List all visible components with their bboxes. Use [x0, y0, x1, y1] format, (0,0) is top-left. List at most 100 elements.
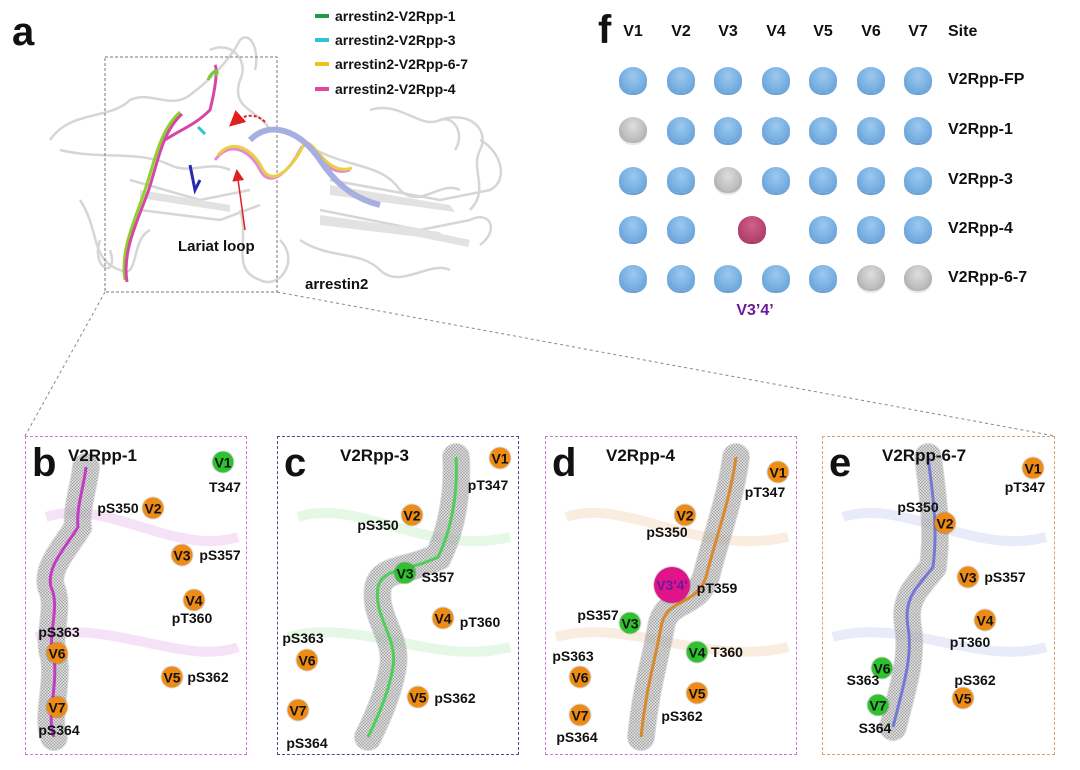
row-label: V2Rpp-3 [948, 171, 1013, 188]
panel-title: V2Rpp-3 [340, 446, 409, 465]
site-badge-v2: V2 [934, 512, 956, 534]
phosphorylated-site-dot [714, 67, 742, 93]
legend-swatch-icon [315, 62, 329, 66]
panel-b: b [25, 436, 247, 755]
column-header-v7: V7 [908, 23, 928, 40]
panel-d: d [545, 436, 797, 755]
lariat-pointer-arrow [232, 169, 246, 231]
site-badge-v1: V1 [212, 451, 234, 473]
row-label: V2Rpp-1 [948, 121, 1013, 138]
residue-label: pS362 [661, 708, 703, 724]
site-badge-v4: V4 [183, 589, 205, 611]
residue-label: pS364 [38, 722, 80, 738]
phosphorylated-site-dot [904, 67, 932, 93]
residue-label: pS350 [646, 524, 688, 540]
residue-label: S363 [846, 672, 880, 688]
panel-d-letter: d [552, 441, 577, 485]
site-badge-v34: V3'4' [654, 567, 690, 603]
residue-label: pS350 [357, 517, 399, 533]
row-label: V2Rpp-6-7 [948, 269, 1028, 286]
panel-e: e [822, 436, 1055, 755]
panel-b-letter: b [32, 441, 57, 485]
residue-label: pS363 [38, 624, 80, 640]
phosphorylated-site-dot [667, 67, 695, 93]
phosphorylated-site-dot [619, 67, 647, 93]
arrestin-beta-sheets [140, 185, 470, 247]
residue-label: pT347 [1004, 479, 1046, 495]
phosphorylated-site-dot [619, 167, 647, 193]
site-badge-v5: V5 [161, 666, 183, 688]
phosphorylated-site-dot [714, 265, 742, 291]
arrestin2-label: arrestin2 [305, 276, 369, 293]
phosphorylated-site-dot [762, 117, 790, 143]
site-header: Site [948, 23, 978, 40]
residue-label: pT347 [467, 477, 509, 493]
phosphorylated-site-dot [904, 167, 932, 193]
peptide-density-d [554, 443, 790, 751]
peptide-density-c [286, 443, 512, 751]
phosphorylated-site-dot [619, 216, 647, 242]
legend-item: arrestin2-V2Rpp-3 [315, 32, 456, 48]
residue-label: pS350 [97, 500, 139, 516]
site-badge-v4: V4 [686, 641, 708, 663]
site-badge-v7: V7 [867, 694, 889, 716]
legend-swatch-icon [315, 14, 329, 18]
row-label: V2Rpp-4 [948, 220, 1013, 237]
site-badge-v3: V3 [619, 612, 641, 634]
site-badge-v7: V7 [287, 699, 309, 721]
site-badge-v5: V5 [952, 687, 974, 709]
residue-label: pT360 [459, 614, 501, 630]
residue-label: pS362 [187, 669, 229, 685]
residue-label: pS363 [282, 630, 324, 646]
phosphorylated-site-dot [809, 216, 837, 242]
panel-c: c [277, 436, 519, 755]
column-header-v4: V4 [766, 23, 786, 40]
peptide-overlay [122, 64, 381, 283]
residue-label: pS364 [556, 729, 598, 745]
phosphorylated-site-dot [667, 117, 695, 143]
phosphorylated-site-dot [667, 216, 695, 242]
zoom-region-box [104, 56, 278, 293]
site-badge-v3: V3 [957, 566, 979, 588]
peptide-density-e [831, 443, 1048, 741]
panel-f-letter: f [598, 8, 612, 52]
residue-label: S364 [858, 720, 892, 736]
site-badge-v2: V2 [142, 497, 164, 519]
arrestin-gray-ribbon [48, 36, 502, 284]
residue-label: pT360 [171, 610, 213, 626]
site-badge-v4: V4 [974, 609, 996, 631]
phosphorylated-site-dot [904, 216, 932, 242]
unphosphorylated-site-dot [619, 117, 647, 143]
zoom-line-right [276, 291, 1056, 437]
site-badge-v6: V6 [569, 666, 591, 688]
row-label: V2Rpp-FP [948, 71, 1025, 88]
legend-label: arrestin2-V2Rpp-6-7 [335, 56, 469, 72]
residue-label: pS357 [984, 569, 1026, 585]
site-badge-v3: V3 [171, 544, 193, 566]
site-badge-v6: V6 [296, 649, 318, 671]
residue-label: T360 [711, 644, 743, 660]
panel-a-letter: a [12, 10, 35, 54]
legend-label: arrestin2-V2Rpp-1 [335, 8, 456, 24]
site-badge-v2: V2 [401, 504, 423, 526]
phosphorylated-site-dot [667, 265, 695, 291]
panel-title: V2Rpp-4 [606, 446, 675, 465]
site-badge-v1: V1 [489, 447, 511, 469]
column-header-v2: V2 [671, 23, 691, 40]
residue-label: pS350 [897, 499, 939, 515]
residue-label: pS363 [552, 648, 594, 664]
unphosphorylated-site-dot [857, 265, 885, 291]
legend-item: arrestin2-V2Rpp-1 [315, 8, 456, 24]
site-badge-v2: V2 [674, 504, 696, 526]
site-badge-v1: V1 [767, 461, 789, 483]
residue-label: pS362 [954, 672, 996, 688]
phosphorylated-site-dot [904, 117, 932, 143]
unphosphorylated-site-dot [714, 167, 742, 193]
merged-site-label: V3’4’ [736, 302, 774, 319]
legend-item: arrestin2-V2Rpp-6-7 [315, 56, 468, 72]
site-badge-v1: V1 [1022, 457, 1044, 479]
residue-label: pS357 [199, 547, 241, 563]
phosphorylated-site-dot [809, 67, 837, 93]
site-badge-v4: V4 [432, 607, 454, 629]
unphosphorylated-site-dot [904, 265, 932, 291]
